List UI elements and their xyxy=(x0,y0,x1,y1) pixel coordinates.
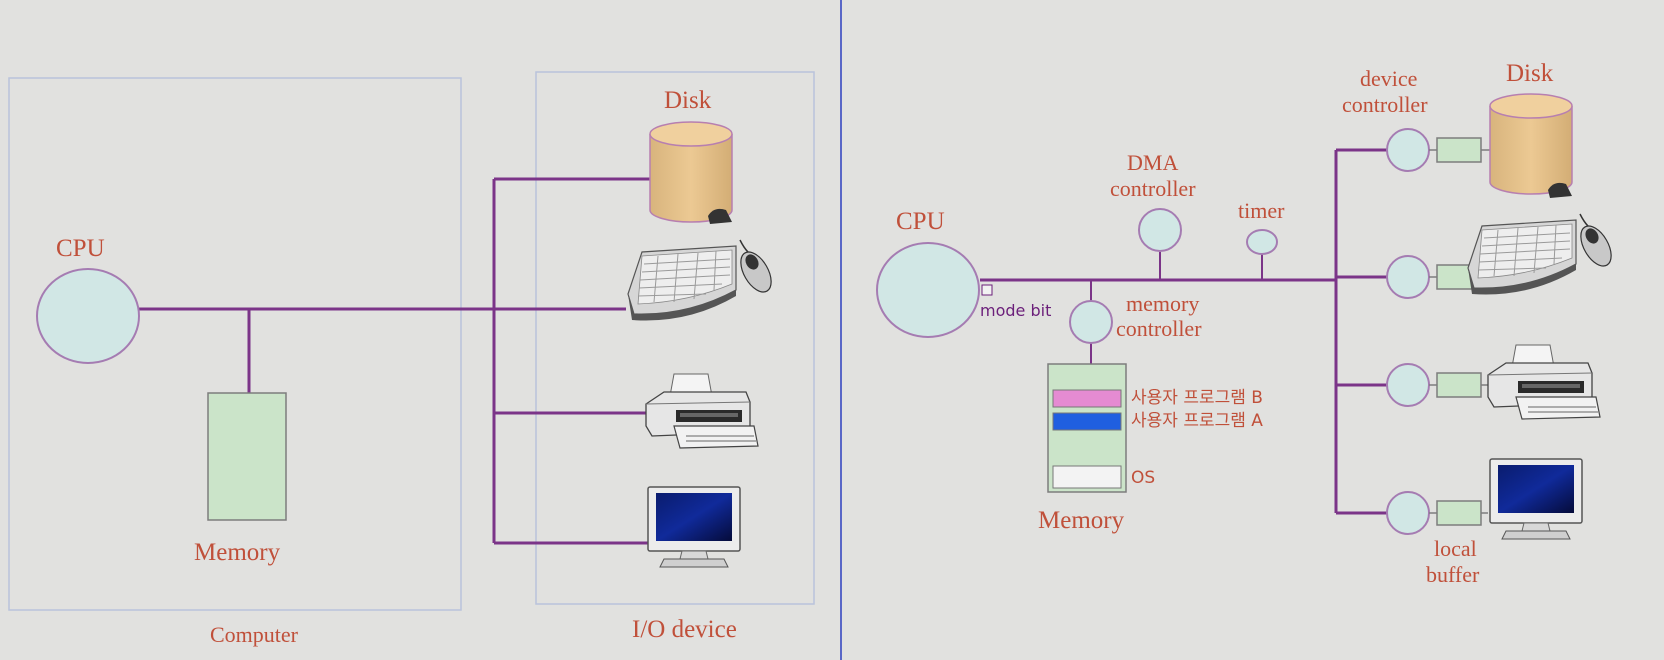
mode-bit-box xyxy=(981,284,993,296)
right-panel: CPU mode bit DMA controller timer memory… xyxy=(876,60,1619,587)
mode-bit-label: mode bit xyxy=(980,301,1051,320)
computer-label: Computer xyxy=(210,622,299,647)
left-panel: CPU Memory Disk Computer I/O device xyxy=(8,71,815,647)
device-controller-circle-printer xyxy=(1386,363,1430,407)
dma-controller-circle xyxy=(1138,208,1182,252)
printer-icon-right xyxy=(1487,344,1601,420)
computer-frame xyxy=(8,77,462,611)
memory-label: Memory xyxy=(194,539,281,566)
local-buffer-line1: local xyxy=(1434,536,1477,561)
memory-controller-circle xyxy=(1069,300,1113,344)
cpu-circle xyxy=(36,268,140,364)
device-controller-circle-disk xyxy=(1386,128,1430,172)
device-controller-line1: device xyxy=(1360,66,1417,91)
os-label: OS xyxy=(1131,468,1155,488)
user-program-a-block xyxy=(1052,412,1122,431)
memory-controller-line2: controller xyxy=(1116,316,1202,341)
memory-label-right: Memory xyxy=(1038,507,1125,534)
user-program-a-label: 사용자 프로그램 A xyxy=(1131,411,1263,431)
local-buffer-printer xyxy=(1436,372,1482,398)
memory-controller-line1: memory xyxy=(1126,291,1199,316)
memory-block xyxy=(207,392,287,521)
timer-label: timer xyxy=(1238,198,1285,223)
monitor-icon xyxy=(647,486,741,568)
user-program-b-block xyxy=(1052,389,1122,408)
dma-label-line1: DMA xyxy=(1127,150,1178,175)
io-device-frame xyxy=(535,71,815,605)
disk-icon-right xyxy=(1489,93,1573,195)
monitor-icon-right xyxy=(1489,458,1583,540)
device-controller-circle-monitor xyxy=(1386,491,1430,535)
keyboard-icon xyxy=(627,208,779,322)
local-buffer-line2: buffer xyxy=(1426,562,1480,587)
cpu-label: CPU xyxy=(56,235,105,262)
local-buffer-disk xyxy=(1436,137,1482,163)
dma-label-line2: controller xyxy=(1110,176,1196,201)
local-buffer-monitor xyxy=(1436,500,1482,526)
cpu-label-right: CPU xyxy=(896,208,945,235)
user-program-b-label: 사용자 프로그램 B xyxy=(1131,388,1263,408)
disk-label: Disk xyxy=(664,87,712,114)
device-controller-line2: controller xyxy=(1342,92,1428,117)
timer-circle xyxy=(1246,229,1278,255)
disk-icon xyxy=(649,121,733,223)
io-device-label: I/O device xyxy=(632,616,737,643)
printer-icon xyxy=(645,373,759,449)
disk-label-right: Disk xyxy=(1506,60,1554,87)
device-controller-circle-keyboard xyxy=(1386,255,1430,299)
cpu-circle-right xyxy=(876,242,980,338)
keyboard-icon-right xyxy=(1467,182,1619,296)
os-block xyxy=(1052,465,1122,489)
